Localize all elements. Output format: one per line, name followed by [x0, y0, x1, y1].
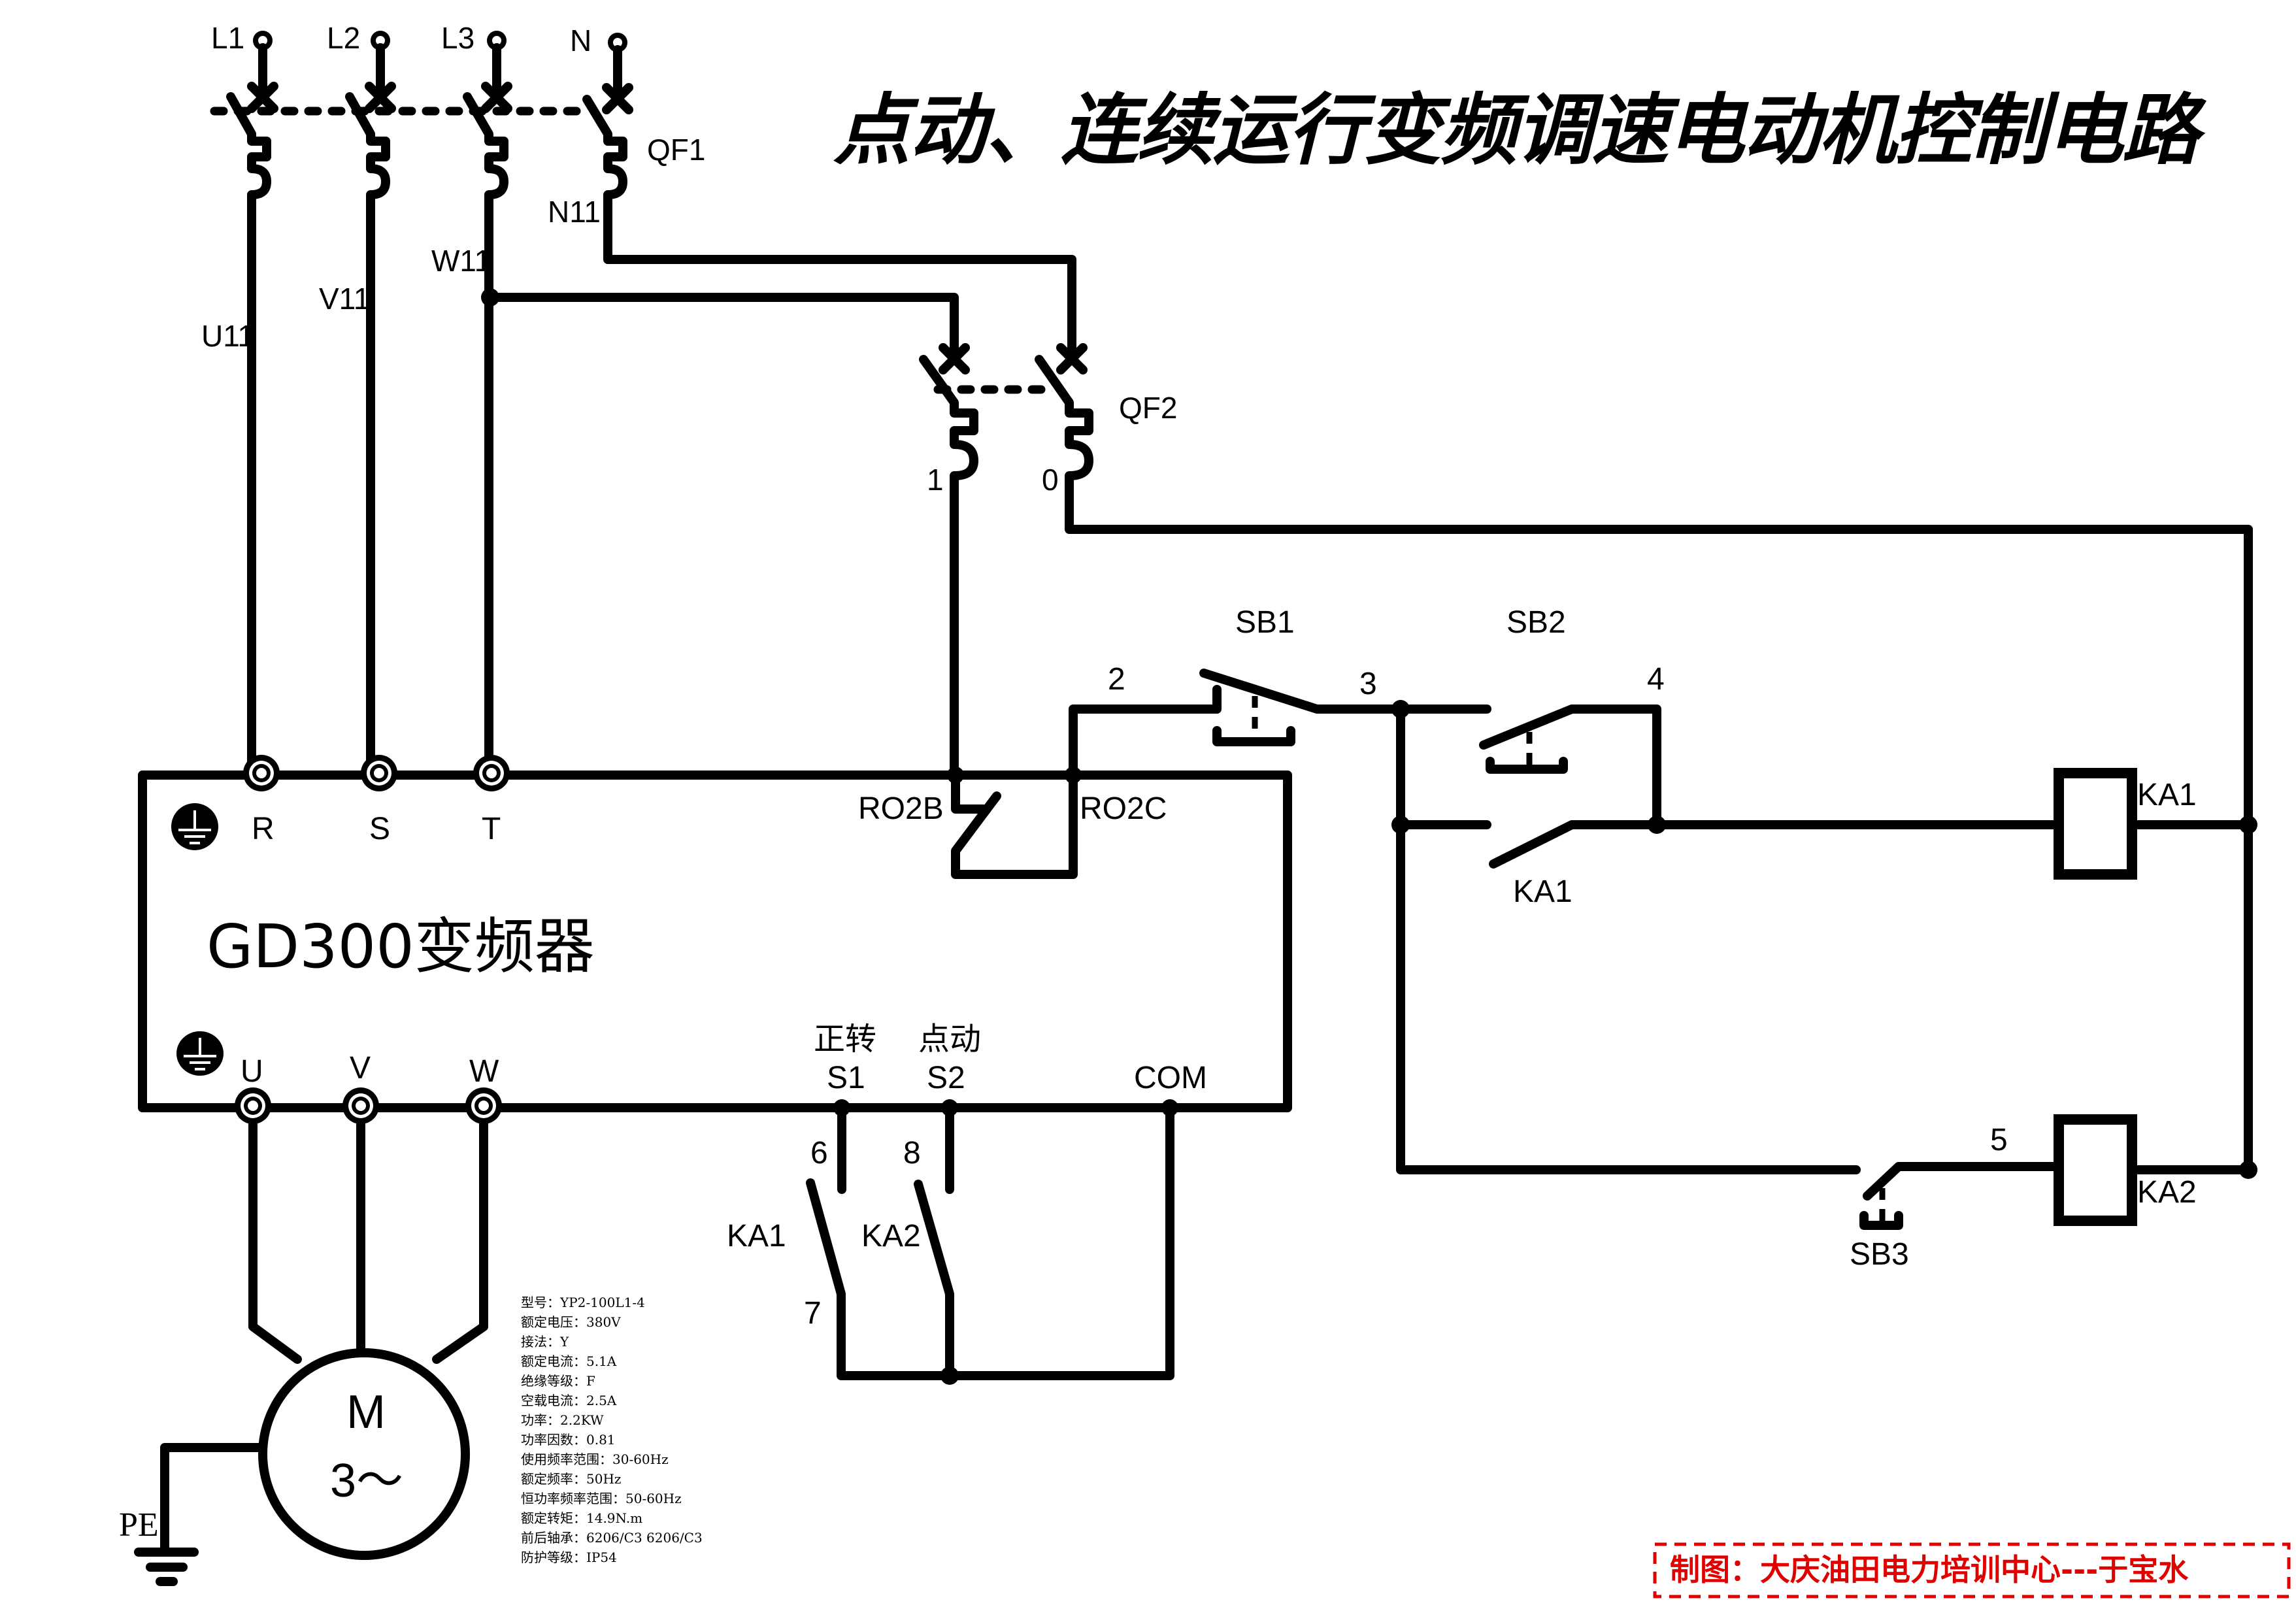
button-label-sb3: SB3 — [1850, 1237, 1909, 1272]
node-label-8: 8 — [903, 1136, 921, 1170]
terminal-label-s2: S2 — [927, 1061, 965, 1095]
terminal-v — [342, 1087, 379, 1124]
junction-node-4 — [1648, 816, 1666, 834]
motor-nameplate: 型号：YP2-100L1-4 额定电压：380V 接法：Y 额定电流：5.1A 绝缘等级… — [521, 1295, 703, 1565]
contact-label-ka1: KA1 — [727, 1219, 786, 1253]
nameplate-line: 功率：2.2KW — [521, 1412, 604, 1428]
motor-phase-symbol: 3～ — [330, 1455, 403, 1507]
terminal-label-ro2b: RO2B — [858, 791, 944, 826]
junction-common — [940, 1367, 959, 1385]
relay-contact-ro2 — [951, 708, 1078, 879]
nameplate-line: 空载电流：2.5A — [521, 1393, 617, 1408]
input-function-jog: 点动 — [918, 1022, 981, 1057]
wire-label-w11: W11 — [431, 244, 491, 278]
terminal-label-ro2c: RO2C — [1080, 791, 1167, 826]
inverter-gd300: R S T GD300变频器 U V W RO2B RO2C — [138, 708, 1292, 1124]
node-label-5: 5 — [1990, 1123, 2008, 1157]
coil-label-ka2: KA2 — [2137, 1175, 2197, 1210]
button-sb1-actuator — [1212, 726, 1295, 746]
contact-ka1-hold — [1489, 820, 2070, 869]
node-label-4: 4 — [1647, 662, 1665, 697]
terminal-label-w: W — [469, 1054, 499, 1089]
breaker-label-qf1: QF1 — [647, 133, 705, 167]
breaker-x-icon — [939, 343, 970, 374]
qf1-contacts — [210, 43, 1076, 772]
nameplate-line: 额定电流：5.1A — [521, 1353, 617, 1369]
terminal-s — [361, 755, 397, 791]
breaker-qf2 — [919, 343, 2253, 1174]
nameplate-line: 功率因数：0.81 — [521, 1432, 616, 1448]
button-sb2-contact — [1479, 704, 1661, 829]
terminal-label-com: COM — [1134, 1061, 1207, 1095]
terminal-label-s: S — [369, 812, 390, 846]
wire-label-u11: U11 — [201, 319, 254, 353]
nameplate-line: 额定频率：50Hz — [521, 1471, 621, 1487]
qf2-terminal-1: 1 — [927, 463, 944, 497]
input-contacts — [806, 1103, 1174, 1385]
terminal-label-u: U — [241, 1054, 263, 1089]
button-sb1-contact — [1199, 669, 1403, 714]
contact-ka2-s2 — [914, 1180, 954, 1380]
nameplate-line: 绝缘等级：F — [521, 1373, 595, 1389]
node-label-3: 3 — [1359, 667, 1377, 701]
node-label-7: 7 — [804, 1296, 822, 1331]
button-sb2-actuator — [1486, 757, 1568, 774]
wire-label-v11: V11 — [319, 282, 370, 316]
credit-text: 制图：大庆油田电力培训中心---于宝水 — [1670, 1552, 2189, 1587]
junction-coil-ka2 — [2239, 1161, 2257, 1179]
supply-terminals: L1 L2 L3 N — [211, 21, 627, 58]
junction-coil-ka1 — [2239, 816, 2257, 834]
nameplate-line: 接法：Y — [521, 1334, 569, 1350]
terminal-r — [243, 755, 280, 791]
phase-label-l2: L2 — [327, 21, 360, 55]
contact-label-ka1-hold: KA1 — [1513, 874, 1572, 909]
diagram-title: 点动、连续运行变频调速电动机控制电路 — [833, 85, 2206, 175]
breaker-x-icon — [1056, 343, 1088, 374]
relay-coil-ka2 — [2054, 1114, 2137, 1226]
phase-label-l3: L3 — [441, 21, 474, 55]
ground-icon — [171, 803, 218, 850]
phase-label-n: N — [570, 24, 591, 58]
phase-label-l1: L1 — [211, 21, 244, 55]
nameplate-line: 型号：YP2-100L1-4 — [521, 1295, 645, 1310]
nameplate-line: 恒功率频率范围：50-60Hz — [521, 1491, 682, 1506]
terminal-label-s1: S1 — [827, 1061, 865, 1095]
terminal-label-v: V — [350, 1051, 371, 1085]
button-label-sb2: SB2 — [1506, 605, 1566, 640]
nameplate-line: 前后轴承：6206/C3 6206/C3 — [521, 1530, 703, 1546]
nameplate-line: 额定转矩：14.9N.m — [521, 1510, 642, 1526]
terminal-label-t: T — [482, 812, 501, 846]
relay-coil-ka1 — [2054, 768, 2137, 880]
motor-circle — [258, 1348, 470, 1560]
input-function-forward: 正转 — [814, 1022, 876, 1057]
button-label-sb1: SB1 — [1235, 605, 1295, 640]
motor-symbol: M — [346, 1386, 386, 1438]
terminal-t — [473, 755, 510, 791]
ground-icon — [176, 1031, 224, 1076]
wire-label-n11: N11 — [548, 195, 601, 229]
button-sb3-contact — [1863, 1162, 2070, 1201]
nameplate-line: 额定电压：380V — [521, 1314, 621, 1330]
contact-ka1-s1 — [806, 1103, 1174, 1380]
inverter-name: GD300变频器 — [207, 912, 595, 982]
nameplate-line: 防护等级：IP54 — [521, 1549, 617, 1565]
qf2-terminal-0: 0 — [1042, 463, 1059, 497]
terminal-label-r: R — [252, 812, 275, 846]
terminal-u — [235, 1087, 271, 1124]
coil-label-ka1: KA1 — [2137, 778, 2197, 812]
ground-label-pe: PE — [119, 1506, 159, 1544]
inverter-outline — [138, 771, 1292, 1112]
node-label-2: 2 — [1108, 662, 1125, 697]
button-sb3-actuator — [1859, 1211, 1903, 1230]
credit-box — [1653, 1542, 2291, 1599]
control-circuit — [1069, 669, 2257, 1230]
earth-ground-icon — [134, 1548, 199, 1586]
terminal-w — [465, 1087, 502, 1124]
motor — [134, 1119, 488, 1586]
node-label-6: 6 — [810, 1136, 828, 1170]
breaker-label-qf2: QF2 — [1119, 391, 1177, 425]
contact-label-ka2: KA2 — [861, 1219, 921, 1253]
nameplate-line: 使用频率范围：30-60Hz — [521, 1451, 669, 1467]
